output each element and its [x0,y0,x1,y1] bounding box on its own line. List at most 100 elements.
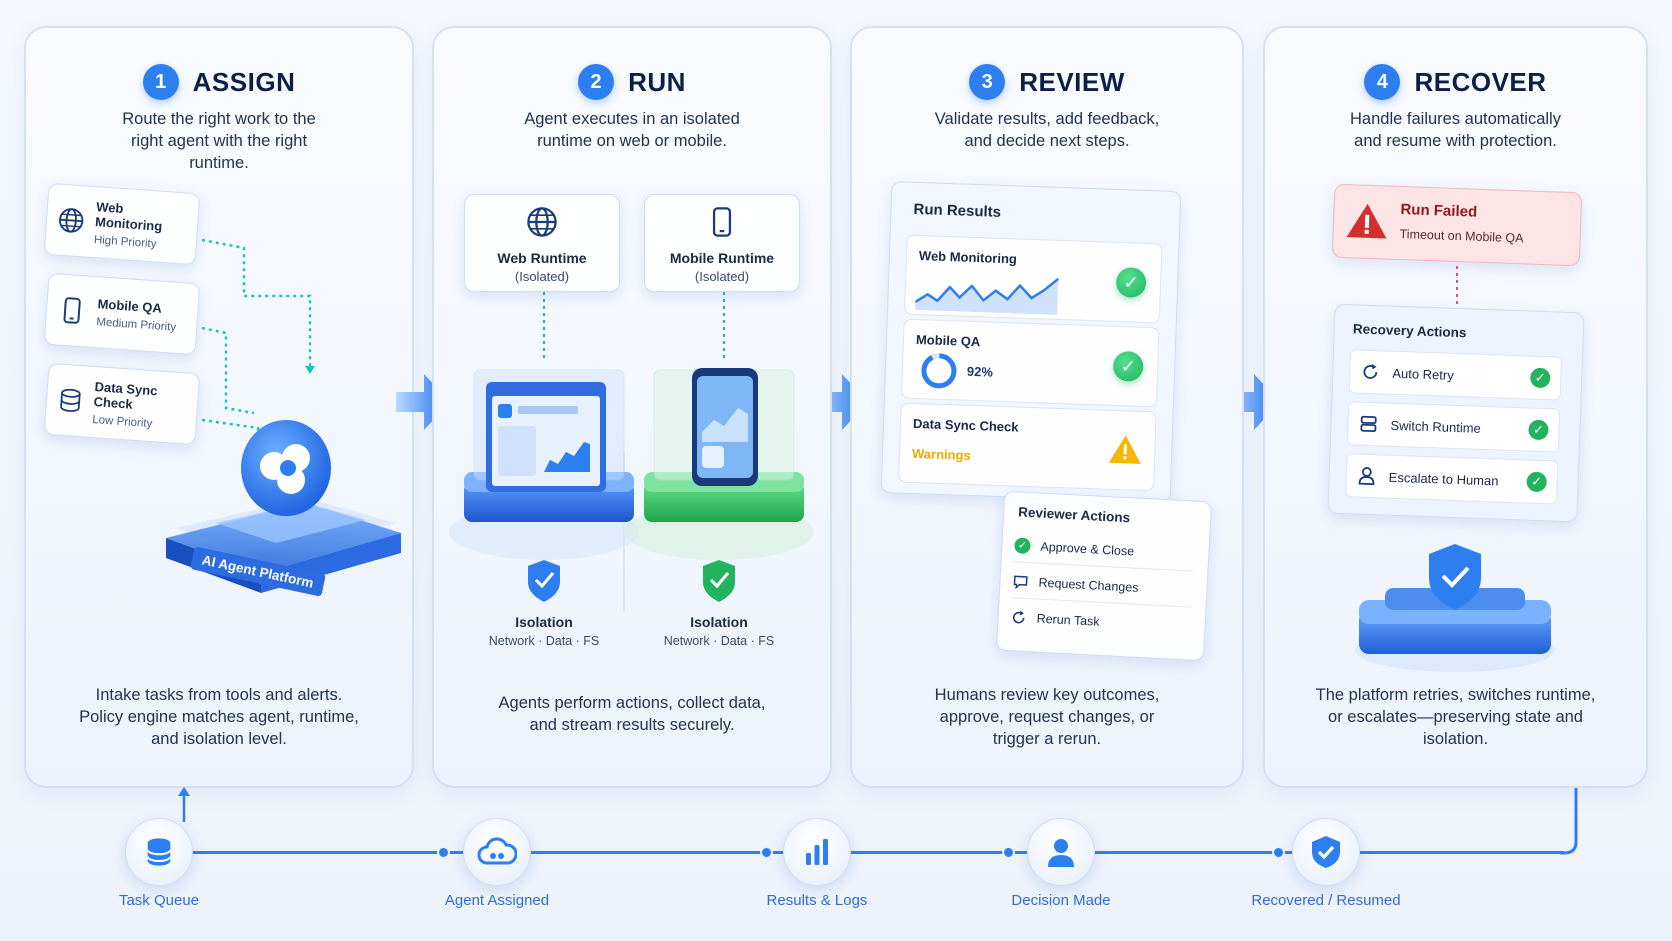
step-number-badge: 1 [142,64,179,100]
isolation-sub: Network · Data · FS [663,634,775,648]
action-label: Rerun Task [1036,611,1100,629]
timeline-label: Agent Assigned [444,892,550,909]
result-row-data-sync[interactable]: Data Sync Check Warnings [898,402,1157,492]
action-label: Request Changes [1038,575,1139,595]
step-footer: The platform retries, switches runtime, … [1315,686,1596,748]
timeline-label: Recovered / Resumed [1251,892,1401,909]
refresh-icon [1012,610,1025,624]
task-connectors [201,238,315,448]
reviewer-actions-title: Reviewer Actions [1017,504,1131,526]
step-number-badge: 3 [969,64,1006,100]
database-icon [60,388,81,412]
success-check-icon: ✓ [1112,350,1144,382]
assign-header: 1 ASSIGN [26,64,412,100]
web-runtime-card[interactable]: Web Runtime (Isolated) [464,194,620,292]
timeline-label: Results & Logs [766,892,868,909]
result-label: Web Monitoring [918,248,1018,267]
auto-retry-button[interactable]: Auto Retry ✓ [1348,349,1563,401]
result-value: 92% [966,363,994,380]
assign-panel: 1 ASSIGN Route the right work to the rig… [24,26,414,788]
result-label: Data Sync Check [912,415,1019,435]
timeline-dot [1002,846,1015,859]
runtime-sub: (Isolated) [514,269,570,284]
step-title: RUN [628,66,686,97]
check-circle-icon: ✓ [1529,367,1551,389]
mobile-runtime-card[interactable]: Mobile Runtime (Isolated) [644,194,800,292]
reviewer-actions-panel: Reviewer Actions ✓ Approve & Close Reque… [995,490,1213,662]
step-footer: Agents perform actions, collect data, an… [498,694,766,734]
step-subtitle: Route the right work to the right agent … [122,110,316,172]
timeline-track [192,851,1564,854]
server-icon [1360,415,1377,433]
escalate-to-human-button[interactable]: Escalate to Human ✓ [1344,453,1559,505]
runtime-title: Web Runtime [497,250,587,266]
result-row-mobile-qa[interactable]: Mobile QA 92% ✓ [900,318,1160,408]
check-circle-icon: ✓ [1526,471,1547,493]
run-failed-alert[interactable]: Run Failed Timeout on Mobile QA [1331,183,1583,267]
run-panel: 2 RUN Agent executes in an isolated runt… [432,26,832,788]
run-header: 2 RUN [434,64,830,100]
step-footer: Humans review key outcomes, approve, req… [934,686,1160,748]
run-results-title: Run Results [913,200,1002,221]
sparkline-chart-icon [915,277,1059,315]
isolation-title: Isolation [515,614,573,630]
action-label: Auto Retry [1392,365,1455,383]
isolation-sub: Network · Data · FS [488,634,600,648]
timeline-node-recovered[interactable] [1292,818,1360,886]
recovery-actions-panel: Recovery Actions Auto Retry ✓ Switch Run… [1327,303,1585,523]
progress-ring-icon [921,353,957,389]
result-label: Mobile QA [915,331,981,350]
recover-panel: 4 RECOVER Handle failures automatically … [1263,26,1648,788]
recovery-actions-title: Recovery Actions [1352,321,1467,341]
run-results-panel: Run Results Web Monitoring ✓ Mobile QA 9… [880,181,1182,503]
success-check-icon: ✓ [1115,266,1147,298]
timeline-dot [437,846,450,859]
check-circle-icon: ✓ [1014,536,1031,554]
alert-sub: Timeout on Mobile QA [1399,227,1524,246]
alert-title: Run Failed [1400,201,1478,221]
phone-icon [63,297,81,324]
timeline-label: Task Queue [118,892,200,909]
globe-icon [527,207,557,237]
result-warning-note: Warnings [911,445,972,463]
step-footer: Intake tasks from tools and alerts. Poli… [79,686,359,748]
action-label: Switch Runtime [1390,417,1482,436]
timeline-node-decision-made[interactable] [1027,818,1095,886]
runtime-sub: (Isolated) [694,269,750,284]
alert-triangle-icon [1346,203,1387,239]
check-circle-icon: ✓ [1528,419,1549,441]
switch-runtime-button[interactable]: Switch Runtime ✓ [1346,401,1561,453]
review-panel: 3 REVIEW Validate results, add feedback,… [850,26,1244,788]
request-changes-button[interactable]: Request Changes [1011,564,1194,608]
runtime-title: Mobile Runtime [669,250,775,266]
isolation-label-web: Isolation Network · Data · FS [469,614,619,648]
timeline-node-task-queue[interactable] [125,818,193,886]
database-icon [146,838,172,866]
warning-triangle-icon [1108,435,1141,464]
step-title: ASSIGN [192,66,296,97]
isolation-label-mobile: Isolation Network · Data · FS [644,614,794,648]
step-subtitle: Validate results, add feedback, and deci… [934,110,1160,150]
comment-icon [1013,575,1028,589]
step-subtitle: Agent executes in an isolated runtime on… [524,110,740,150]
timeline-node-agent-assigned[interactable] [463,818,531,886]
shield-check-icon [1312,836,1340,868]
action-label: Escalate to Human [1388,469,1499,489]
step-number-badge: 4 [1364,64,1401,100]
globe-icon [58,208,84,233]
protection-shield-graphic [1355,544,1555,672]
cloud-icon [477,837,517,865]
step-subtitle: Handle failures automatically and resume… [1350,110,1561,150]
person-icon [1358,467,1375,486]
recover-header: 4 RECOVER [1265,64,1646,100]
rerun-task-button[interactable]: Rerun Task [1010,600,1192,643]
action-label: Approve & Close [1040,539,1135,559]
timeline-label: Decision Made [1011,892,1111,909]
result-row-web-monitoring[interactable]: Web Monitoring ✓ [903,234,1163,324]
timeline-node-results-logs[interactable] [783,818,851,886]
isolation-title: Isolation [690,614,748,630]
step-number-badge: 2 [578,64,615,100]
